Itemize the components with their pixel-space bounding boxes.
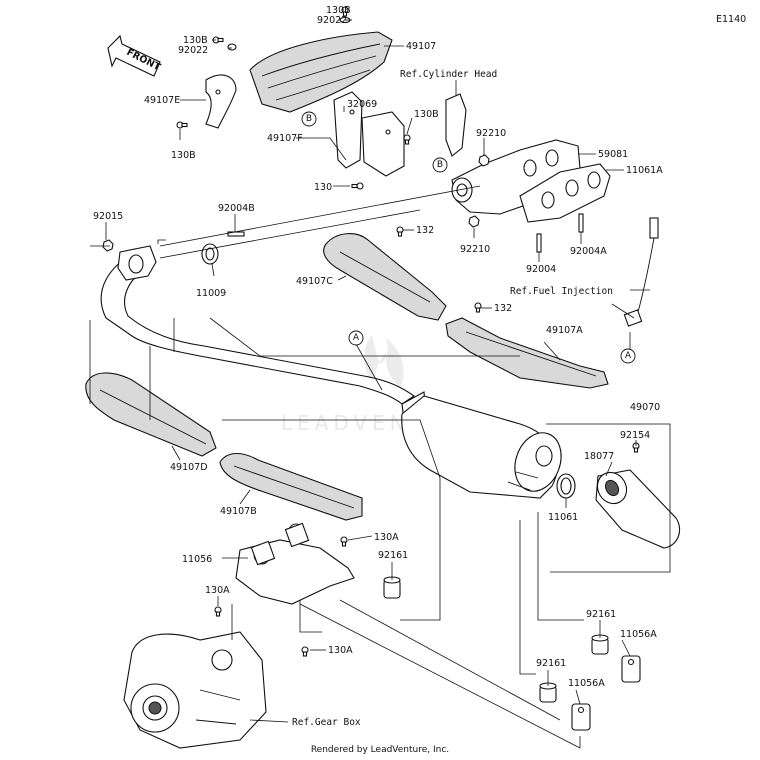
bracket-11056 bbox=[235, 522, 355, 605]
label-130: 130 bbox=[314, 182, 332, 193]
callout-a-right: A bbox=[620, 348, 636, 364]
bolt-130a-bottom-icon bbox=[301, 646, 309, 657]
label-18077: 18077 bbox=[584, 451, 614, 462]
bolt-130b-bottom-icon bbox=[176, 121, 188, 129]
label-92022-top: 92022 bbox=[317, 15, 347, 26]
label-11061: 11061 bbox=[548, 512, 578, 523]
heat-shield-49107a bbox=[445, 317, 609, 389]
washer-92022-left-icon bbox=[227, 43, 237, 51]
label-130a-bottom: 130A bbox=[328, 645, 353, 656]
label-92161-low: 92161 bbox=[536, 658, 566, 669]
heat-shield-49107b bbox=[219, 452, 363, 521]
label-130b-left: 130B bbox=[183, 35, 208, 46]
label-92004: 92004 bbox=[526, 264, 556, 275]
leader-lines bbox=[89, 19, 671, 749]
grommet-92161-mid-icon bbox=[383, 576, 401, 599]
exhaust-manifold-59081 bbox=[451, 139, 581, 215]
callout-a-upper: A bbox=[348, 330, 364, 346]
label-92154: 92154 bbox=[620, 430, 650, 441]
cylinder-head-ref-shape bbox=[445, 93, 467, 157]
label-92015: 92015 bbox=[93, 211, 123, 222]
label-49107d: 49107D bbox=[170, 462, 208, 473]
callout-b-right-label: B bbox=[437, 160, 443, 170]
nut-92015-icon bbox=[102, 239, 114, 252]
muffler-49070 bbox=[401, 395, 562, 499]
label-92004b: 92004B bbox=[218, 203, 255, 214]
label-130b-bottom: 130B bbox=[171, 150, 196, 161]
diagram-code: E1140 bbox=[716, 14, 746, 25]
stud-92004a-icon bbox=[578, 213, 584, 233]
part-labels: 130B 92022 49107 130B 92022 49107E 130B … bbox=[93, 5, 663, 728]
label-11061a: 11061A bbox=[626, 165, 663, 176]
flange-92015-icon bbox=[117, 245, 157, 281]
footer-credit: Rendered by LeadVenture, Inc. bbox=[311, 745, 449, 755]
label-92210-top: 92210 bbox=[476, 128, 506, 139]
label-130b-top: 130B bbox=[326, 5, 351, 16]
gasket-11061-icon bbox=[556, 473, 576, 499]
bolt-132-top-icon bbox=[396, 226, 404, 237]
label-130b-mid: 130B bbox=[414, 109, 439, 120]
ref-fuel-injection: Ref.Fuel Injection bbox=[510, 286, 613, 297]
label-11056a-right: 11056A bbox=[620, 629, 657, 640]
label-49107f: 49107F bbox=[267, 133, 303, 144]
callout-b-left: B bbox=[301, 111, 317, 127]
label-49107b: 49107B bbox=[220, 506, 257, 517]
label-49107c: 49107C bbox=[296, 276, 333, 287]
o2-sensor-icon bbox=[623, 217, 659, 327]
callout-b-right: B bbox=[432, 157, 448, 173]
gear-box-ref-shape bbox=[123, 631, 267, 749]
bolt-130a-top-icon bbox=[340, 536, 348, 547]
label-49107e: 49107E bbox=[144, 95, 180, 106]
bolt-130-icon bbox=[351, 182, 364, 190]
nut-92210-bottom-icon bbox=[468, 215, 480, 228]
bracket-49107f bbox=[333, 91, 405, 177]
gasket-11009-icon bbox=[201, 243, 219, 265]
bracket-49107e bbox=[205, 74, 237, 129]
callout-a-right-label: A bbox=[625, 351, 632, 361]
label-49070: 49070 bbox=[630, 402, 660, 413]
label-130a-top: 130A bbox=[374, 532, 399, 543]
label-49107-top: 49107 bbox=[406, 41, 436, 52]
label-92161-right: 92161 bbox=[586, 609, 616, 620]
mount-11056a-right-icon bbox=[621, 655, 641, 683]
label-92210-bottom: 92210 bbox=[460, 244, 490, 255]
ref-gear-box: Ref.Gear Box bbox=[292, 717, 361, 728]
front-arrow-icon: FRONT bbox=[107, 34, 162, 77]
ref-cylinder-head: Ref.Cylinder Head bbox=[400, 69, 497, 80]
label-11056: 11056 bbox=[182, 554, 212, 565]
gasket-11061a bbox=[519, 163, 611, 223]
bolt-132-mid-icon bbox=[474, 302, 482, 313]
mount-11056a-low-icon bbox=[571, 703, 591, 731]
label-130a-left: 130A bbox=[205, 585, 230, 596]
bolt-130b-mid-icon bbox=[403, 134, 411, 145]
label-92161-mid: 92161 bbox=[378, 550, 408, 561]
bolt-130a-left-icon bbox=[214, 606, 222, 617]
label-11056a-low: 11056A bbox=[568, 678, 605, 689]
label-132-top: 132 bbox=[416, 225, 434, 236]
heat-shield-49107d bbox=[85, 372, 217, 457]
label-92004a: 92004A bbox=[570, 246, 607, 257]
nut-92210-top-icon bbox=[478, 154, 490, 167]
stud-92004-icon bbox=[536, 233, 542, 253]
spark-arrester-18077 bbox=[595, 469, 681, 549]
label-11009: 11009 bbox=[196, 288, 226, 299]
callout-b-left-label: B bbox=[306, 114, 312, 124]
label-49107a: 49107A bbox=[546, 325, 583, 336]
heat-shield-49107c bbox=[323, 233, 447, 321]
bolt-130b-top-icon bbox=[341, 6, 349, 17]
callout-a-upper-label: A bbox=[353, 333, 360, 343]
label-32069: 32069 bbox=[347, 99, 377, 110]
label-132-mid: 132 bbox=[494, 303, 512, 314]
label-92022-left: 92022 bbox=[178, 45, 208, 56]
heat-shield-49107 bbox=[249, 31, 393, 113]
label-59081: 59081 bbox=[598, 149, 628, 160]
